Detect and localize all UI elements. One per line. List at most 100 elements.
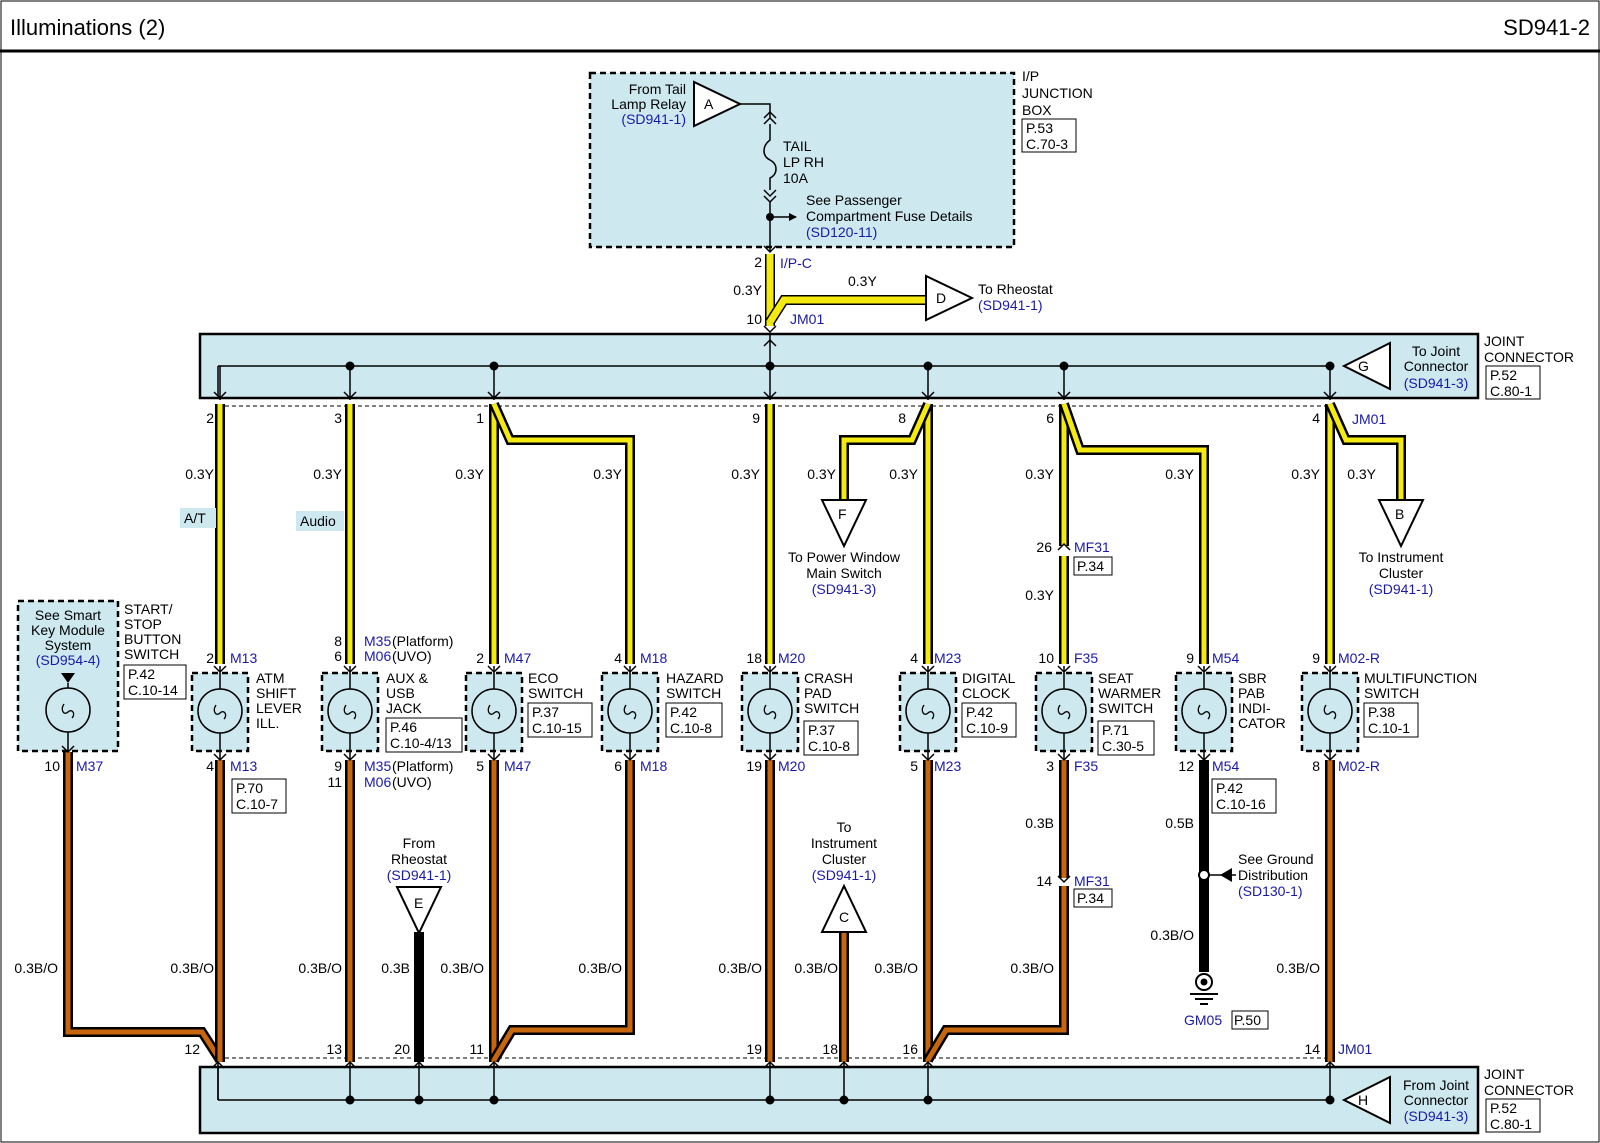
svg-text:0.3B: 0.3B — [1025, 815, 1054, 831]
tap-arrow — [1323, 391, 1337, 400]
lamp-filament — [763, 704, 777, 720]
svg-text:P.34: P.34 — [1077, 890, 1104, 906]
svg-text:SWITCH: SWITCH — [804, 700, 859, 716]
tap-arrow — [763, 391, 777, 400]
connector-chevron — [1057, 665, 1071, 674]
svg-text:0.3B/O: 0.3B/O — [170, 960, 214, 976]
svg-text:0.3Y: 0.3Y — [455, 466, 484, 482]
svg-text:F35: F35 — [1074, 758, 1098, 774]
svg-text:START/: START/ — [124, 601, 173, 617]
top-wires: 2 3 1 9 8 6 4 JM01 0.3Y 0.3Y 0.3Y 0.3Y 0… — [180, 334, 1444, 664]
svg-text:M20: M20 — [778, 758, 805, 774]
svg-text:D: D — [936, 290, 946, 306]
svg-text:4: 4 — [614, 650, 622, 666]
svg-text:Key Module: Key Module — [31, 622, 105, 638]
svg-text:C.10-8: C.10-8 — [808, 738, 850, 754]
svg-text:0.3B/O: 0.3B/O — [1010, 960, 1054, 976]
connector-chevron — [343, 665, 357, 674]
svg-text:2: 2 — [206, 410, 214, 426]
svg-text:1: 1 — [476, 410, 484, 426]
svg-text:19: 19 — [746, 758, 762, 774]
component-crash-pad-switch: 18 M20 CRASH PAD SWITCH P.37 C.10-8 19 M… — [746, 650, 859, 774]
tap-arrow — [213, 391, 227, 400]
svg-text:10: 10 — [746, 311, 762, 327]
svg-text:Audio: Audio — [300, 513, 336, 529]
lamp-icon — [607, 688, 653, 734]
svg-text:0.3Y: 0.3Y — [1025, 587, 1054, 603]
svg-text:M35: M35 — [364, 633, 391, 649]
svg-text:18: 18 — [822, 1041, 838, 1057]
svg-text:C.10-15: C.10-15 — [532, 720, 582, 736]
connector-e-tag — [395, 886, 443, 936]
svg-text:14: 14 — [1036, 873, 1052, 889]
svg-text:0.3B/O: 0.3B/O — [440, 960, 484, 976]
svg-text:JACK: JACK — [386, 700, 422, 716]
connector-chevron — [921, 665, 935, 674]
svg-text:See Passenger: See Passenger — [806, 192, 902, 208]
connector-chevron — [763, 338, 777, 347]
svg-text:To Joint: To Joint — [1412, 343, 1460, 359]
svg-text:11: 11 — [327, 774, 342, 790]
svg-text:10: 10 — [44, 758, 60, 774]
svg-text:M13: M13 — [230, 758, 257, 774]
joint-connector-top: G To Joint Connector (SD941-3) JOINT CON… — [198, 332, 1574, 407]
lamp-icon — [471, 688, 517, 734]
svg-text:(SD130-1): (SD130-1) — [1238, 883, 1303, 899]
svg-text:6: 6 — [1046, 410, 1054, 426]
ip-junction-box: I/P JUNCTION BOX P.53 C.70-3 From Tail L… — [588, 68, 1093, 254]
svg-text:DIGITAL: DIGITAL — [962, 670, 1016, 686]
svg-text:P.37: P.37 — [808, 722, 835, 738]
svg-text:See Smart: See Smart — [35, 607, 101, 623]
svg-text:M06: M06 — [364, 648, 391, 664]
connector-chevron — [1323, 665, 1337, 674]
connector-g-tag — [1341, 341, 1391, 391]
svg-text:SHIFT: SHIFT — [256, 685, 297, 701]
svg-text:From: From — [403, 835, 436, 851]
svg-text:0.3Y: 0.3Y — [593, 466, 622, 482]
svg-text:LEVER: LEVER — [256, 700, 302, 716]
bus-junction-dot — [765, 1095, 775, 1105]
svg-text:P.42: P.42 — [670, 704, 697, 720]
svg-text:0.5B: 0.5B — [1165, 815, 1194, 831]
svg-text:P.53: P.53 — [1026, 120, 1053, 136]
svg-text:9: 9 — [752, 410, 760, 426]
lamp-icon — [1041, 688, 1087, 734]
bus-junction-dot — [923, 361, 933, 371]
svg-text:Connector: Connector — [1404, 358, 1469, 374]
page-ref-box — [1021, 118, 1077, 153]
bus-junction-dot — [489, 361, 499, 371]
connector-a-tag — [693, 80, 743, 128]
svg-text:AUX &: AUX & — [386, 670, 429, 686]
svg-text:P.38: P.38 — [1368, 704, 1395, 720]
connector-chevron — [1323, 1060, 1337, 1069]
svg-text:8: 8 — [898, 410, 906, 426]
svg-text:E: E — [414, 895, 423, 911]
svg-text:0.3Y: 0.3Y — [807, 466, 836, 482]
wire-hazard-core — [491, 402, 633, 664]
svg-text:6: 6 — [614, 758, 622, 774]
svg-text:Connector: Connector — [1404, 1092, 1469, 1108]
svg-text:C.70-3: C.70-3 — [1026, 136, 1068, 152]
component-sbr-pab-indicator: 9 M54 SBR PAB INDI- CATOR 12 M54 P.42 C.… — [1178, 650, 1286, 814]
svg-text:TAIL: TAIL — [783, 138, 812, 154]
svg-text:P.52: P.52 — [1490, 367, 1517, 383]
svg-text:0.3B/O: 0.3B/O — [14, 960, 58, 976]
component-digital-clock: 4 M23 DIGITAL CLOCK P.42 C.10-9 5 M23 — [910, 650, 1017, 774]
svg-text:SEAT: SEAT — [1098, 670, 1134, 686]
component-atm-shift-lever: 2 M13 ATM SHIFT LEVER ILL. 4 M13 P.70 C.… — [206, 650, 302, 814]
wire-power-window-core — [841, 402, 931, 500]
svg-text:ECO: ECO — [528, 670, 558, 686]
svg-text:INDI-: INDI- — [1238, 700, 1271, 716]
svg-text:MF31: MF31 — [1074, 539, 1110, 555]
svg-text:4: 4 — [206, 758, 214, 774]
svg-text:20: 20 — [394, 1041, 410, 1057]
svg-text:5: 5 — [910, 758, 918, 774]
svg-text:0.3Y: 0.3Y — [1165, 466, 1194, 482]
bus-junction-dot — [923, 1095, 933, 1105]
lamp-filament — [1057, 704, 1071, 720]
svg-text:(SD941-1): (SD941-1) — [812, 867, 877, 883]
connector-chevron — [1197, 665, 1211, 674]
svg-text:0.3Y: 0.3Y — [889, 466, 918, 482]
